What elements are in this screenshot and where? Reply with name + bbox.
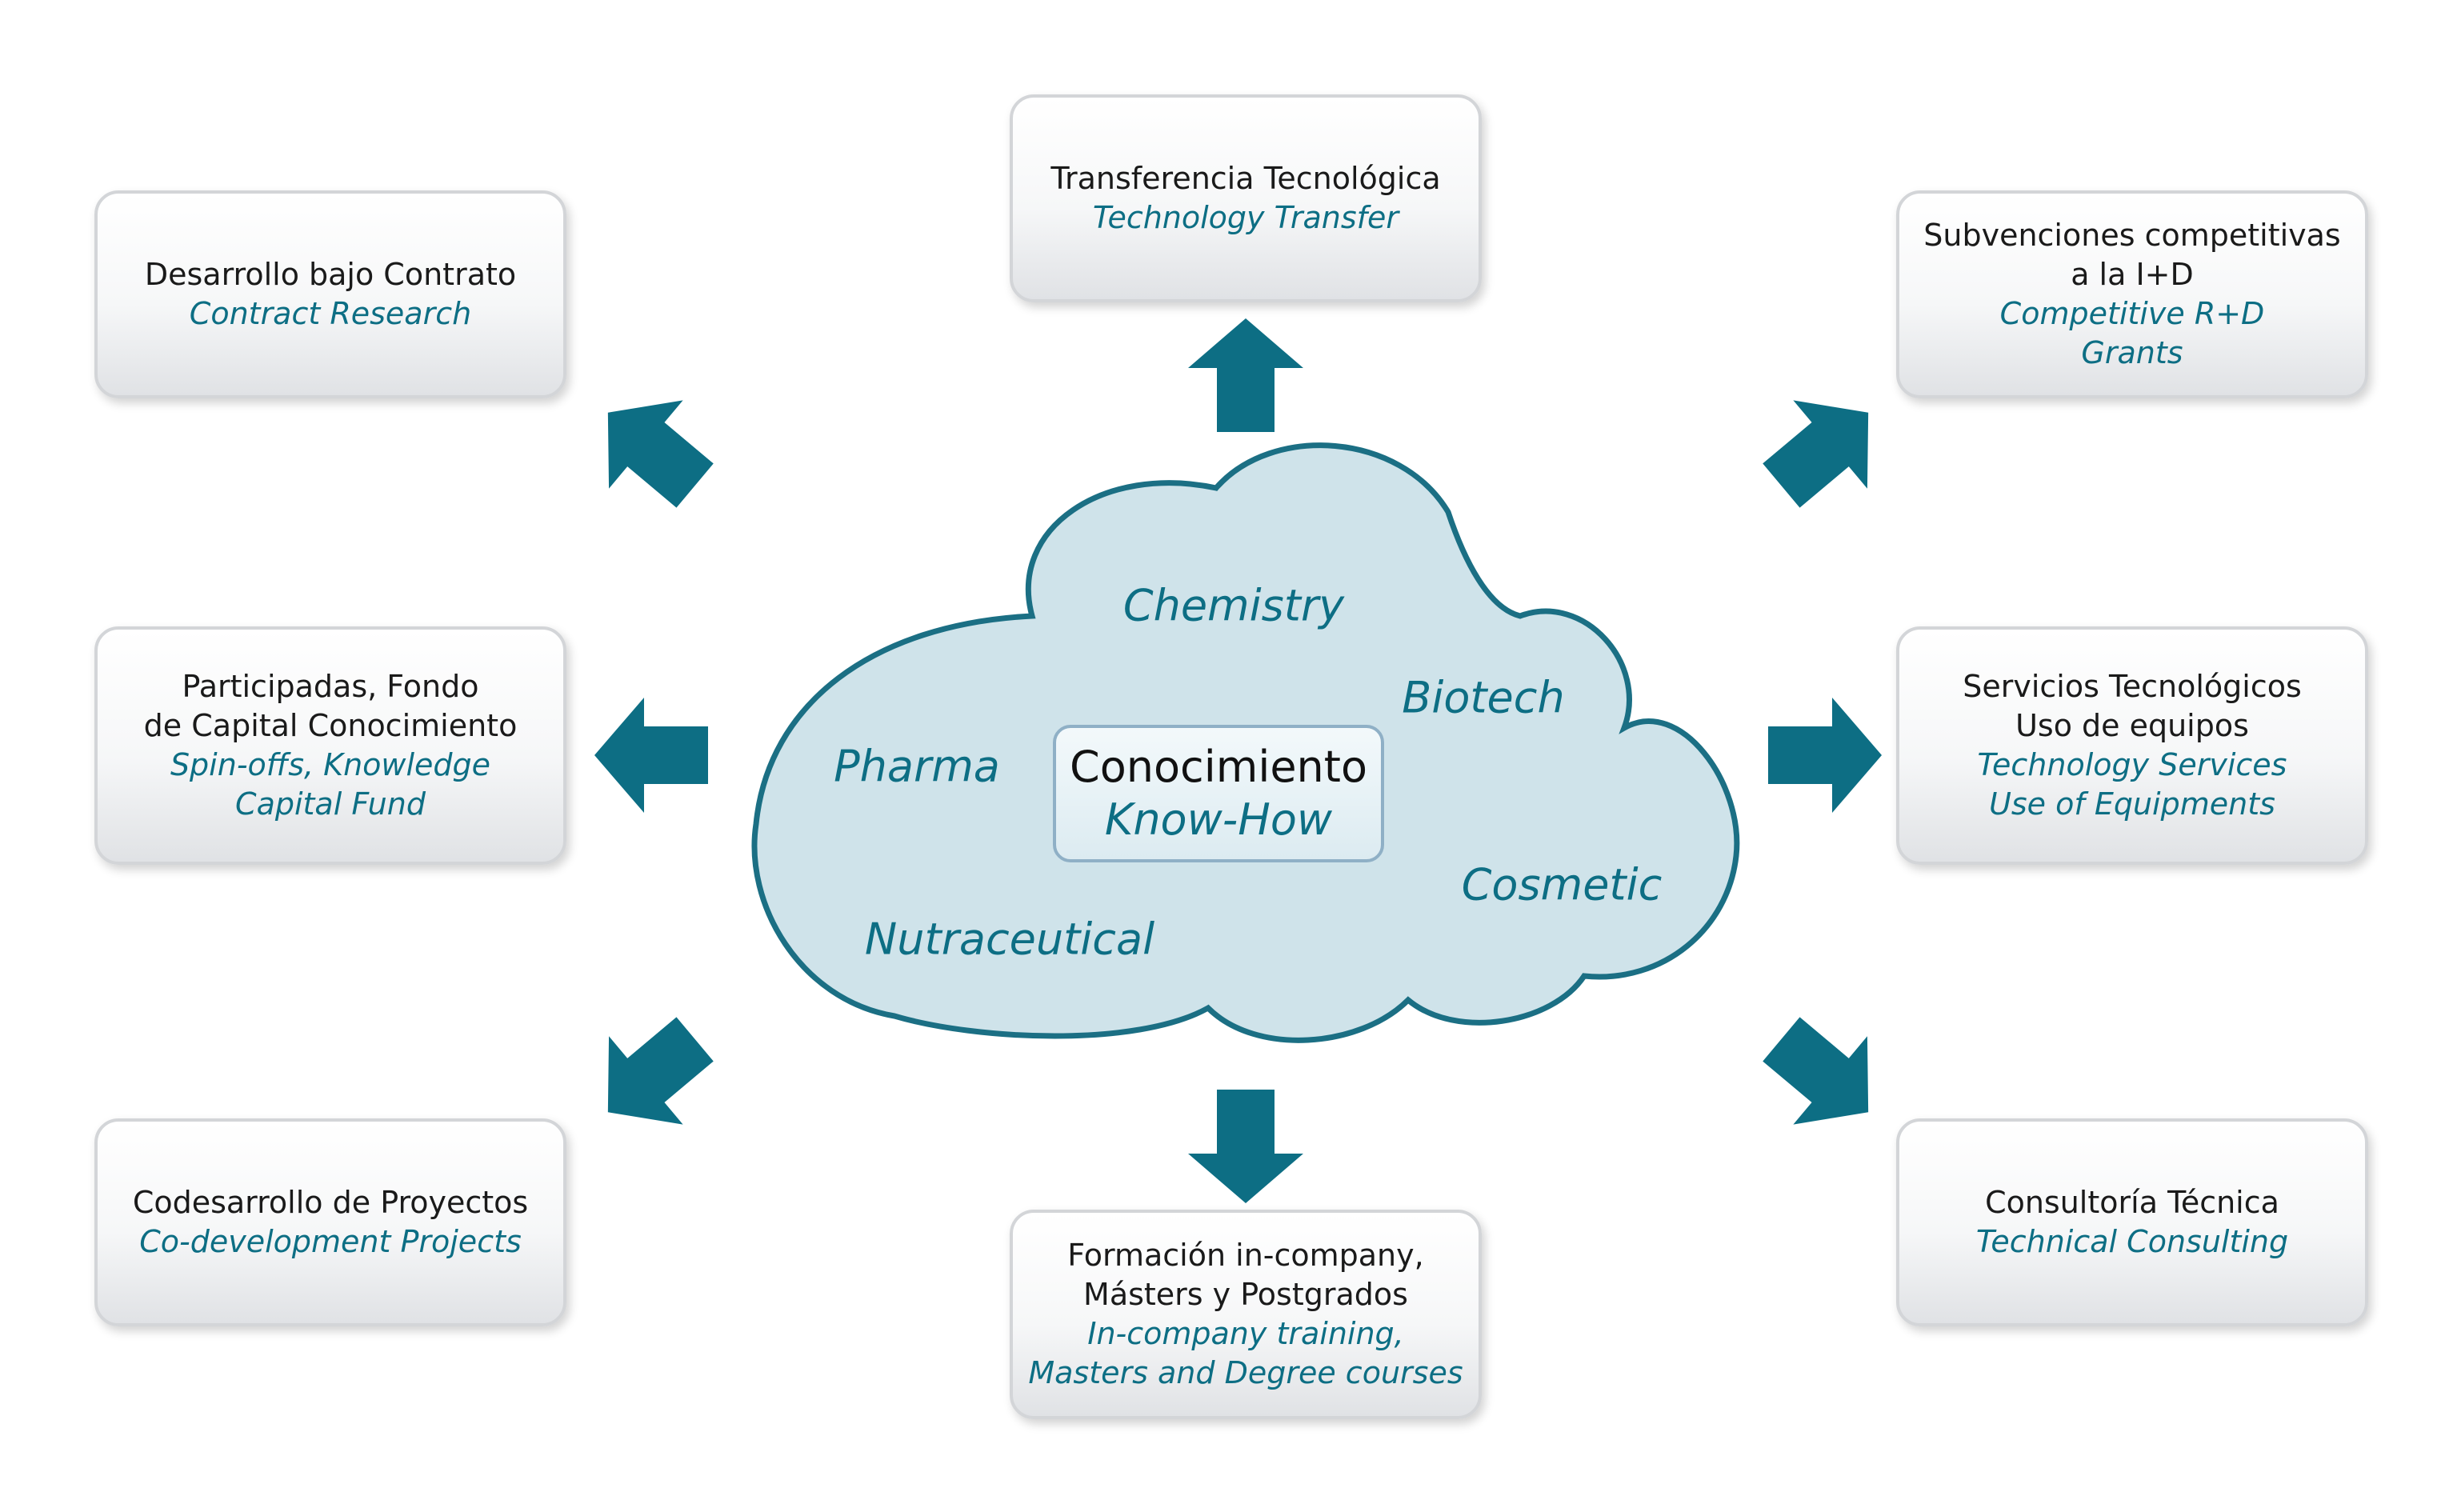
cloud-word-cosmetic: Cosmetic bbox=[1461, 859, 1663, 910]
box-technical-consulting: Consultoría Técnica Technical Consulting bbox=[1896, 1118, 2368, 1326]
center-label-es: Conocimiento bbox=[1070, 742, 1367, 792]
arrow-up-right-icon bbox=[1763, 400, 1869, 508]
box-label-en: Competitive R+D bbox=[1999, 296, 2265, 331]
arrow-up-left-icon bbox=[607, 400, 714, 508]
box-spin-offs: Participadas, Fondo de Capital Conocimie… bbox=[94, 626, 566, 865]
cloud-word-pharma: Pharma bbox=[834, 741, 1000, 792]
box-label-es: Servicios Tecnológicos bbox=[1963, 669, 2302, 704]
box-label-es: a la I+D bbox=[2071, 257, 2194, 292]
box-label-es: Participadas, Fondo bbox=[182, 669, 479, 704]
box-label-en: Technology Transfer bbox=[1092, 200, 1399, 235]
box-label-es: Uso de equipos bbox=[2015, 708, 2249, 743]
box-label-es: Codesarrollo de Proyectos bbox=[132, 1185, 529, 1220]
box-training: Formación in-company, Másters y Postgrad… bbox=[1010, 1210, 1482, 1419]
box-technology-transfer: Transferencia Tecnológica Technology Tra… bbox=[1010, 94, 1482, 302]
box-label-es: Subvenciones competitivas bbox=[1923, 218, 2341, 253]
cloud-word-biotech: Biotech bbox=[1402, 672, 1565, 723]
box-label-en: Grants bbox=[2081, 335, 2183, 370]
arrow-right-icon bbox=[1768, 698, 1882, 813]
box-label-en: Technology Services bbox=[1977, 747, 2287, 782]
cloud-word-nutraceutical: Nutraceutical bbox=[864, 914, 1155, 965]
arrow-down-right-icon bbox=[1763, 1017, 1869, 1125]
box-label-en: Masters and Degree courses bbox=[1028, 1355, 1463, 1390]
box-label-es: Consultoría Técnica bbox=[1985, 1185, 2279, 1220]
box-label-es: Formación in-company, bbox=[1067, 1238, 1424, 1273]
box-label-en: In-company training, bbox=[1087, 1316, 1404, 1351]
box-competitive-grants: Subvenciones competitivas a la I+D Compe… bbox=[1896, 190, 2368, 398]
box-label-en: Co-development Projects bbox=[139, 1224, 522, 1259]
center-knowledge-box: Conocimiento Know-How bbox=[1053, 725, 1384, 862]
arrow-down-icon bbox=[1188, 1090, 1303, 1203]
box-label-es: de Capital Conocimiento bbox=[143, 708, 518, 743]
box-label-en: Capital Fund bbox=[235, 786, 426, 822]
arrow-left-icon bbox=[594, 698, 708, 813]
center-label-en: Know-How bbox=[1104, 794, 1333, 845]
box-label-en: Technical Consulting bbox=[1975, 1224, 2289, 1259]
box-label-es: Másters y Postgrados bbox=[1083, 1277, 1408, 1312]
box-technology-services: Servicios Tecnológicos Uso de equipos Te… bbox=[1896, 626, 2368, 865]
cloud-word-chemistry: Chemistry bbox=[1122, 580, 1345, 631]
box-label-en: Contract Research bbox=[189, 296, 472, 331]
box-co-development: Codesarrollo de Proyectos Co-development… bbox=[94, 1118, 566, 1326]
box-label-es: Desarrollo bajo Contrato bbox=[144, 257, 517, 292]
box-contract-research: Desarrollo bajo Contrato Contract Resear… bbox=[94, 190, 566, 398]
box-label-es: Transferencia Tecnológica bbox=[1050, 161, 1441, 196]
arrow-down-left-icon bbox=[607, 1017, 714, 1125]
arrow-up-icon bbox=[1188, 318, 1303, 432]
box-label-en: Spin-offs, Knowledge bbox=[170, 747, 491, 782]
box-label-en: Use of Equipments bbox=[1989, 786, 2275, 822]
